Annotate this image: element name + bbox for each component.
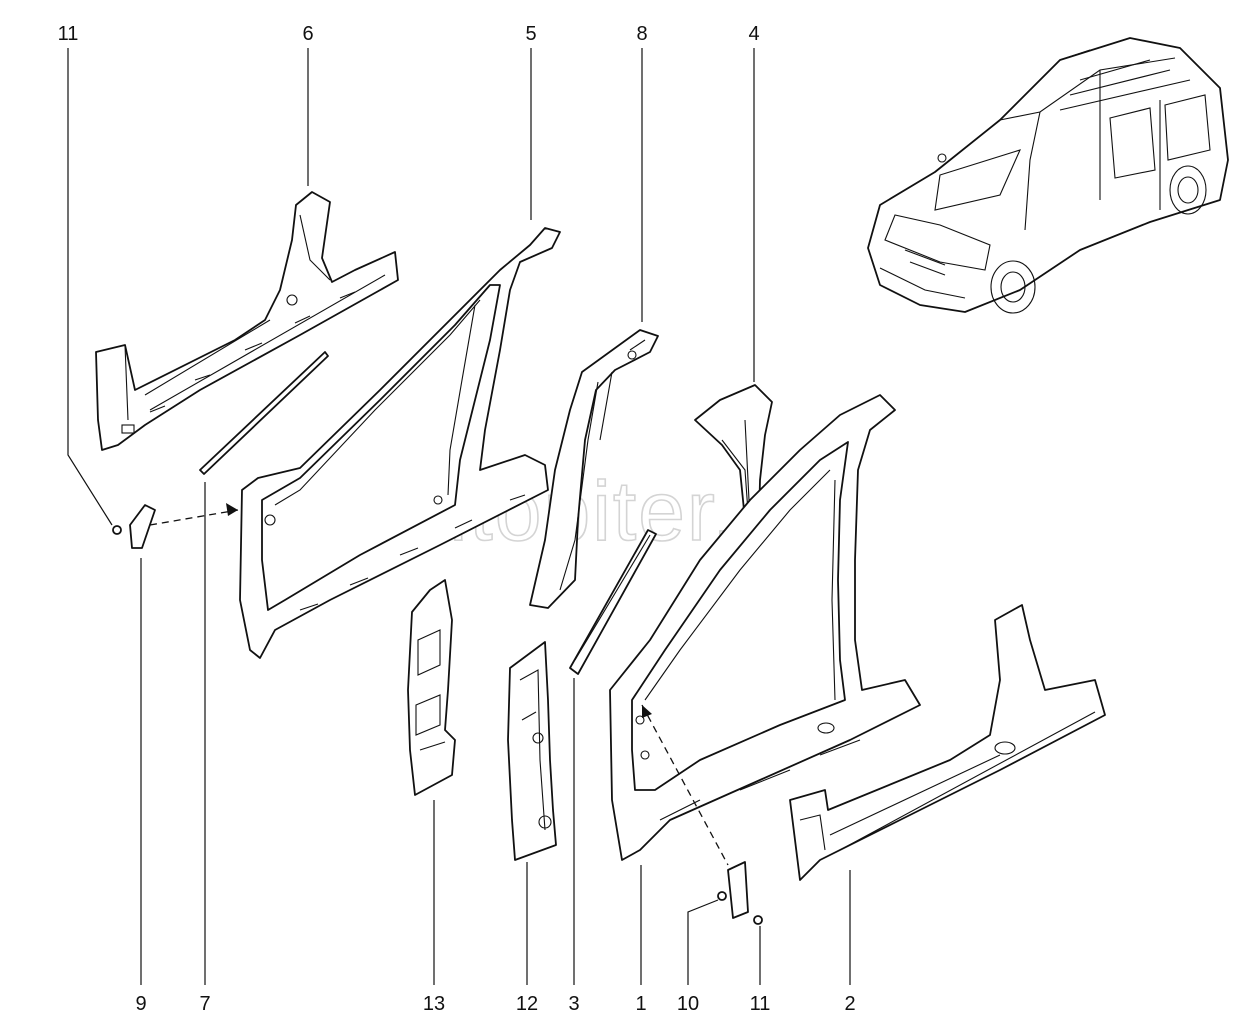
part-3-a-pillar-seal bbox=[569, 529, 657, 675]
callout-8: 8 bbox=[636, 23, 647, 45]
callout-9: 9 bbox=[135, 993, 146, 1015]
part-1-side-body-panel bbox=[609, 394, 921, 861]
callout-2: 2 bbox=[844, 993, 855, 1015]
part-13-pillar-reinforcement bbox=[407, 579, 456, 796]
arrow-head-right bbox=[642, 705, 652, 718]
callout-11-top: 11 bbox=[58, 23, 79, 45]
callout-4: 4 bbox=[748, 23, 759, 45]
callout-10: 10 bbox=[677, 993, 699, 1015]
leader-lines bbox=[67, 48, 851, 985]
part-9-bracket-left bbox=[129, 504, 156, 549]
callout-3: 3 bbox=[568, 993, 579, 1015]
callout-1: 1 bbox=[635, 993, 646, 1015]
part-11-clip-right bbox=[717, 891, 763, 925]
callout-12: 12 bbox=[516, 993, 538, 1015]
part-12-b-pillar-inner-lower bbox=[507, 641, 557, 861]
car-overview-illustration bbox=[867, 37, 1229, 314]
part-11-clip-left bbox=[112, 525, 122, 535]
callout-11-bottom: 11 bbox=[750, 993, 771, 1015]
callout-5: 5 bbox=[525, 23, 536, 45]
arrow-head-left bbox=[226, 503, 238, 516]
assembly-lines bbox=[149, 503, 729, 866]
part-10-bracket-right bbox=[727, 861, 749, 919]
callout-7: 7 bbox=[199, 993, 210, 1015]
part-6-inner-sill-panel bbox=[95, 191, 399, 451]
part-7-seal-strip bbox=[199, 351, 329, 475]
callout-13: 13 bbox=[423, 993, 445, 1015]
callout-6: 6 bbox=[302, 23, 313, 45]
part-2-sill-extension bbox=[789, 604, 1106, 881]
part-8-b-pillar-inner-upper bbox=[529, 329, 659, 609]
part-5-outer-side-frame bbox=[239, 227, 561, 659]
callout-numbers: 11 6 5 8 4 9 7 13 12 3 1 10 11 2 bbox=[58, 23, 856, 1015]
